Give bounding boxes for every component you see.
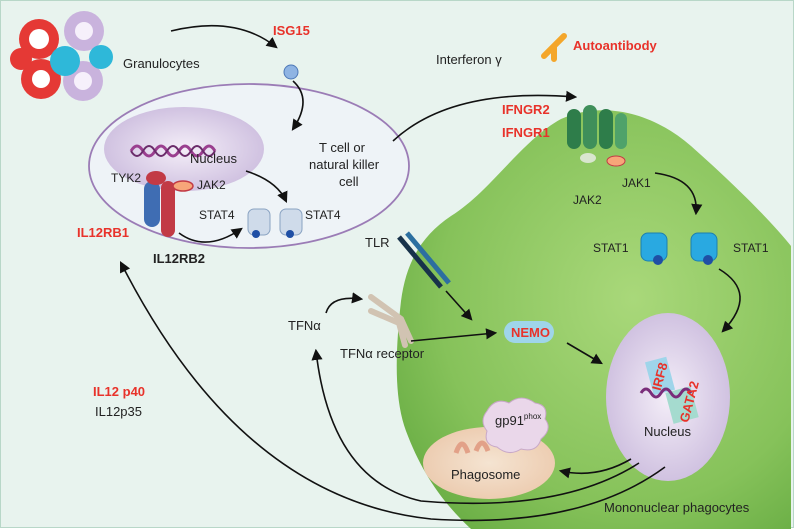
label-nemo: NEMO — [511, 325, 550, 340]
stat4-right-icon — [279, 208, 303, 238]
label-tyk2: TYK2 — [111, 171, 141, 185]
irf8-box — [644, 356, 676, 396]
label-phagosome: Phagosome — [451, 467, 520, 482]
nemo-box — [504, 321, 554, 343]
label-il12p35: IL12p35 — [95, 404, 142, 419]
tnfa-receptor-icon — [368, 294, 414, 348]
arrow-il12rb2-stat4 — [178, 227, 243, 243]
label-il12p40: IL12 p40 — [93, 384, 145, 399]
label-interferon-gamma: Interferon γ — [436, 52, 502, 67]
label-il12rb2: IL12RB2 — [153, 251, 205, 266]
autoantibody-icon — [541, 33, 567, 62]
arrow-tnfa-receptor — [325, 292, 364, 314]
label-mononuclear: Mononuclear phagocytes — [604, 500, 750, 515]
tyk2-kinase — [146, 171, 166, 185]
label-tlr: TLR — [365, 235, 390, 250]
arrow-tlr-nemo — [445, 290, 473, 321]
il12rb1-receptor — [144, 181, 160, 227]
label-jak2-left: JAK2 — [197, 178, 226, 192]
jak2-kinase-tcell — [172, 180, 194, 192]
isg15-icon — [283, 64, 299, 80]
arrow-jak1-stat1 — [654, 172, 703, 216]
label-granulocytes: Granulocytes — [123, 56, 200, 71]
arrow-nucleus-phagosome — [558, 458, 632, 479]
arrow-isg15-tcell — [291, 80, 304, 131]
gp91-text: gp91 — [495, 413, 524, 428]
arrow-stat1-nucleus — [718, 268, 741, 333]
stat1-left-icon — [640, 232, 668, 265]
arrow-nucleus-stat4 — [245, 170, 288, 204]
label-irf8: IRF8 — [649, 361, 671, 392]
label-nucleus-phagocyte: Nucleus — [644, 424, 691, 439]
arrow-nemo-nucleus — [566, 342, 603, 365]
arrow-nucleus-tnfa — [311, 348, 640, 505]
label-stat1-left: STAT1 — [593, 241, 629, 255]
label-jak1: JAK1 — [622, 176, 651, 190]
gp91-superscript: phox — [524, 412, 541, 421]
il12rb2-receptor — [161, 181, 175, 237]
arrow-receptor-nemo — [410, 328, 498, 342]
label-isg15: ISG15 — [273, 23, 310, 38]
label-il12rb1: IL12RB1 — [77, 225, 129, 240]
phagocyte-dna-icon — [639, 387, 693, 399]
label-tcell-line3: cell — [339, 174, 359, 189]
label-ifngr1: IFNGR1 — [502, 125, 550, 140]
label-tcell-line2: natural killer — [309, 157, 380, 172]
label-stat4-left: STAT4 — [199, 208, 235, 222]
label-tnfa: TFNα — [288, 318, 321, 333]
gp91-icon — [482, 397, 549, 453]
arrow-nucleus-il12rb1 — [119, 261, 666, 522]
label-gp91: gp91phox — [495, 412, 541, 428]
tlr-icon — [397, 231, 451, 289]
stat1-right-icon — [690, 232, 718, 265]
label-autoantibody: Autoantibody — [573, 38, 658, 53]
label-tcell-line1: T cell or — [319, 140, 366, 155]
label-ifngr2: IFNGR2 — [502, 102, 550, 117]
arrow-granulocytes-isg15 — [170, 24, 278, 49]
label-nucleus-tcell: Nucleus — [190, 151, 237, 166]
label-stat4-right: STAT4 — [305, 208, 341, 222]
stat4-left-icon — [247, 208, 271, 238]
label-jak2-right: JAK2 — [573, 193, 602, 207]
granulocytes-icon — [10, 11, 113, 101]
label-tnfa-receptor: TFNα receptor — [340, 346, 425, 361]
t-cell-dna-icon — [129, 144, 217, 158]
arrow-interferon-ifngr — [392, 90, 578, 142]
t-cell-nucleus — [104, 107, 264, 191]
ifngr-receptor-icon — [567, 105, 627, 167]
label-stat1-right: STAT1 — [733, 241, 769, 255]
